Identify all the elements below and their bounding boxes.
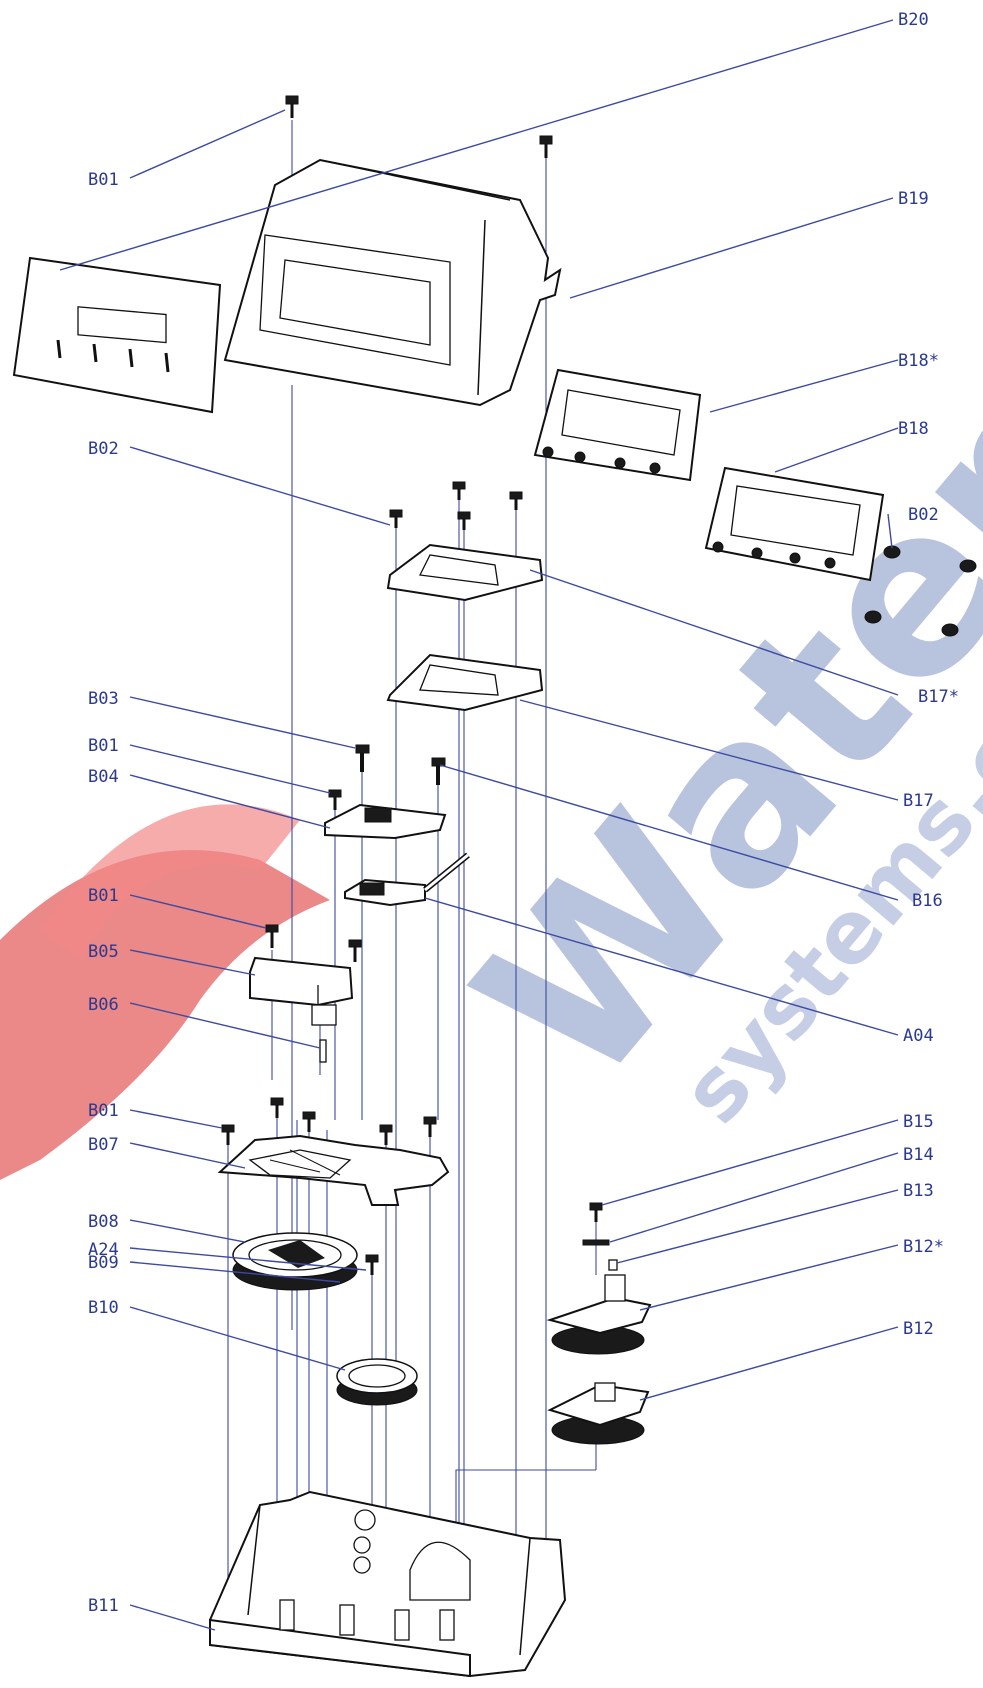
part-b10-gear [336, 1358, 418, 1406]
label-b11: B11 [88, 1596, 119, 1616]
label-b01-b07: B01 [88, 1101, 119, 1121]
part-b14-spring [582, 1239, 610, 1246]
part-b05-sensor-box [249, 956, 354, 1026]
screw-b03 [355, 744, 370, 772]
part-a04-motor [344, 852, 470, 907]
label-b15: B15 [903, 1112, 934, 1132]
label-b18: B18 [898, 419, 929, 439]
label-b14: B14 [903, 1145, 934, 1165]
part-b11-housing-base [209, 1490, 567, 1678]
screw-b02-r3 [864, 610, 882, 624]
label-b02-right: B02 [908, 505, 939, 525]
part-b20-label-plate [12, 256, 222, 414]
label-b10: B10 [88, 1298, 119, 1318]
label-b07: B07 [88, 1135, 119, 1155]
label-b02-left: B02 [88, 439, 119, 459]
screw-b02-4 [457, 511, 471, 530]
part-b17-star-board [386, 543, 544, 602]
leader-lines [59, 19, 899, 1631]
label-b08: B08 [88, 1212, 119, 1232]
screw-b05-right [348, 939, 362, 962]
label-b05: B05 [88, 942, 119, 962]
screw-b02-r4 [941, 623, 959, 637]
screw-b07-4 [379, 1124, 393, 1145]
part-labels: B20 B01 B19 B18* B02 B18 B02 B17* B03 B0… [88, 10, 959, 1616]
part-b19-front-cover [223, 158, 562, 407]
screw-b07-3 [302, 1111, 316, 1132]
screw-b07-1 [221, 1124, 235, 1145]
label-b12-star: B12* [903, 1237, 944, 1257]
screw-b02-r2 [959, 559, 977, 573]
screw-b01-b05 [265, 924, 279, 948]
label-b01-top: B01 [88, 170, 119, 190]
label-b18-star: B18* [898, 351, 939, 371]
part-b12-cam [547, 1382, 650, 1445]
part-b13-pin [608, 1259, 618, 1271]
screws [221, 95, 977, 1275]
part-b07-base-plate [217, 1134, 450, 1206]
part-b17-board [386, 653, 544, 712]
part-b18-display-board [704, 466, 885, 582]
label-b01-b05: B01 [88, 886, 119, 906]
label-a04: A04 [903, 1026, 934, 1046]
part-b18-star-display-board [533, 368, 702, 482]
label-b20: B20 [898, 10, 929, 30]
label-b04: B04 [88, 767, 119, 787]
part-b06-pin [319, 1039, 327, 1063]
label-b19: B19 [898, 189, 929, 209]
watermark-red-swoosh [0, 850, 330, 1180]
label-b12: B12 [903, 1319, 934, 1339]
screw-b07-2 [270, 1097, 284, 1118]
label-b17: B17 [903, 791, 934, 811]
label-b16: B16 [912, 891, 943, 911]
label-a24: A24 [88, 1240, 119, 1260]
screw-b01-mid [328, 789, 342, 810]
part-b12-star-cam [546, 1274, 652, 1355]
screw-b07-5 [423, 1116, 437, 1137]
label-b13: B13 [903, 1181, 934, 1201]
screw-b15 [589, 1202, 603, 1222]
screw-b09 [365, 1254, 379, 1275]
screw-b16 [431, 757, 446, 785]
screw-b01-top [285, 95, 299, 118]
screw-b02-2 [452, 481, 466, 500]
label-b01-mid: B01 [88, 736, 119, 756]
screw-b02-1 [389, 509, 403, 528]
watermark-red-arc [40, 804, 300, 960]
label-b03: B03 [88, 689, 119, 709]
screw-top-right [539, 135, 553, 158]
label-b06: B06 [88, 995, 119, 1015]
label-b17-star: B17* [918, 687, 959, 707]
part-b04-bracket [324, 803, 447, 840]
label-b09: B09 [88, 1253, 119, 1273]
screw-b02-3 [509, 491, 523, 510]
